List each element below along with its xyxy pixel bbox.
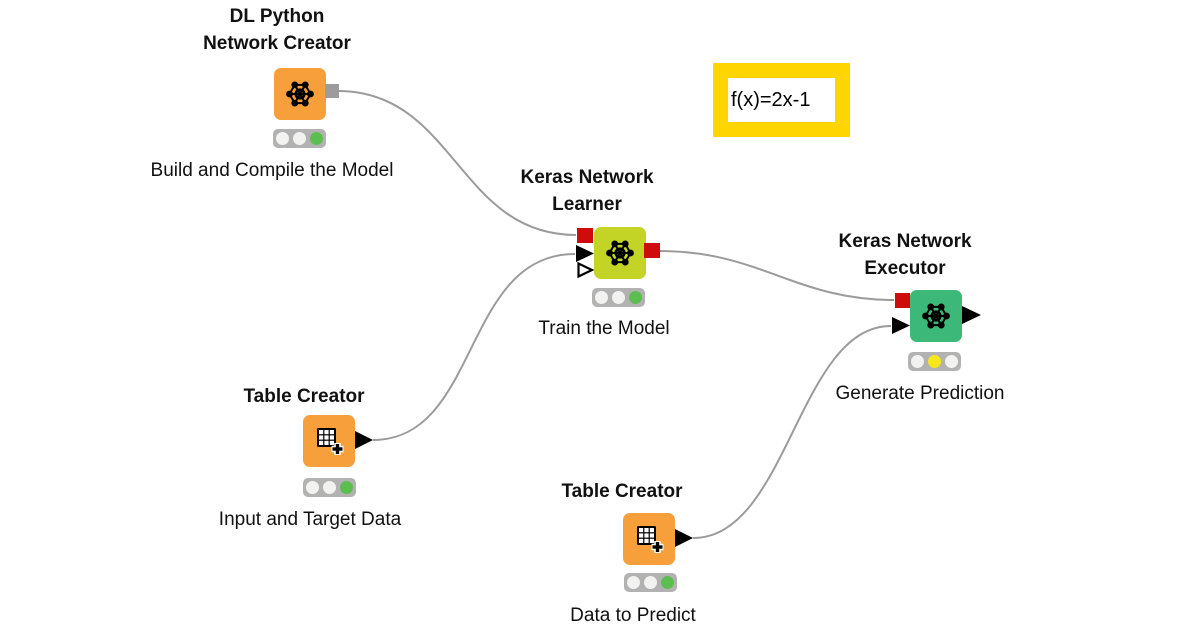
node-keras-network-learner[interactable] <box>594 227 646 279</box>
status-light-yellow <box>293 132 306 145</box>
status-light-green <box>661 576 674 589</box>
input-port-red-square[interactable] <box>577 228 593 243</box>
node-caption: Data to Predict <box>570 605 696 626</box>
input-port-black-triangle[interactable] <box>892 317 910 334</box>
connection-tablecreator2-to-executor[interactable] <box>692 325 892 539</box>
output-port-red-square[interactable] <box>644 243 660 258</box>
traffic-light <box>624 573 677 592</box>
node-table-creator-2[interactable] <box>623 513 675 565</box>
workflow-annotation[interactable]: f(x)=2x-1 <box>713 63 850 137</box>
status-light-green <box>629 291 642 304</box>
node-title-keras-network-executor: Keras Network Executor <box>838 231 972 279</box>
node-keras-network-executor[interactable] <box>910 290 962 342</box>
table-icon <box>317 428 344 455</box>
network-icon <box>286 81 314 107</box>
traffic-light <box>592 288 645 307</box>
traffic-light <box>303 478 356 497</box>
table-icon <box>637 526 664 553</box>
output-port-gray-square[interactable] <box>325 84 339 98</box>
status-light-red <box>595 291 608 304</box>
connection-creator-to-learner[interactable] <box>337 90 577 236</box>
network-icon <box>922 303 950 329</box>
node-caption: Train the Model <box>538 318 670 339</box>
status-light-green <box>340 481 353 494</box>
output-port-black-triangle[interactable] <box>355 431 373 449</box>
status-light-green <box>310 132 323 145</box>
status-light-red <box>911 355 924 368</box>
node-title-dl-python-network-creator: DL Python Network Creator <box>203 6 351 54</box>
output-port-black-triangle[interactable] <box>675 529 693 547</box>
node-title-table-creator-1: Table Creator <box>243 386 365 407</box>
node-caption: Build and Compile the Model <box>150 160 394 181</box>
annotation-text: f(x)=2x-1 <box>731 88 811 111</box>
input-port-optional-triangle[interactable] <box>577 262 594 278</box>
node-title-table-creator-2: Table Creator <box>561 481 683 502</box>
node-caption: Generate Prediction <box>835 383 1005 404</box>
status-light-yellow <box>644 576 657 589</box>
traffic-light <box>908 352 961 371</box>
node-table-creator-1[interactable] <box>303 415 355 467</box>
status-light-yellow <box>612 291 625 304</box>
status-light-red <box>627 576 640 589</box>
status-light-red <box>276 132 289 145</box>
output-port-black-triangle[interactable] <box>962 306 981 324</box>
status-light-green <box>945 355 958 368</box>
connection-tablecreator1-to-learner[interactable] <box>372 253 576 441</box>
node-title-keras-network-learner: Keras Network Learner <box>520 167 654 215</box>
node-caption: Input and Target Data <box>218 509 402 530</box>
status-light-yellow <box>323 481 336 494</box>
status-light-yellow <box>928 355 941 368</box>
input-port-red-square[interactable] <box>895 293 910 308</box>
status-light-red <box>306 481 319 494</box>
traffic-light <box>273 129 326 148</box>
network-icon <box>606 240 634 266</box>
node-dl-python-network-creator[interactable] <box>274 68 326 120</box>
connection-learner-to-executor[interactable] <box>659 250 895 301</box>
input-port-black-triangle[interactable] <box>576 245 594 262</box>
